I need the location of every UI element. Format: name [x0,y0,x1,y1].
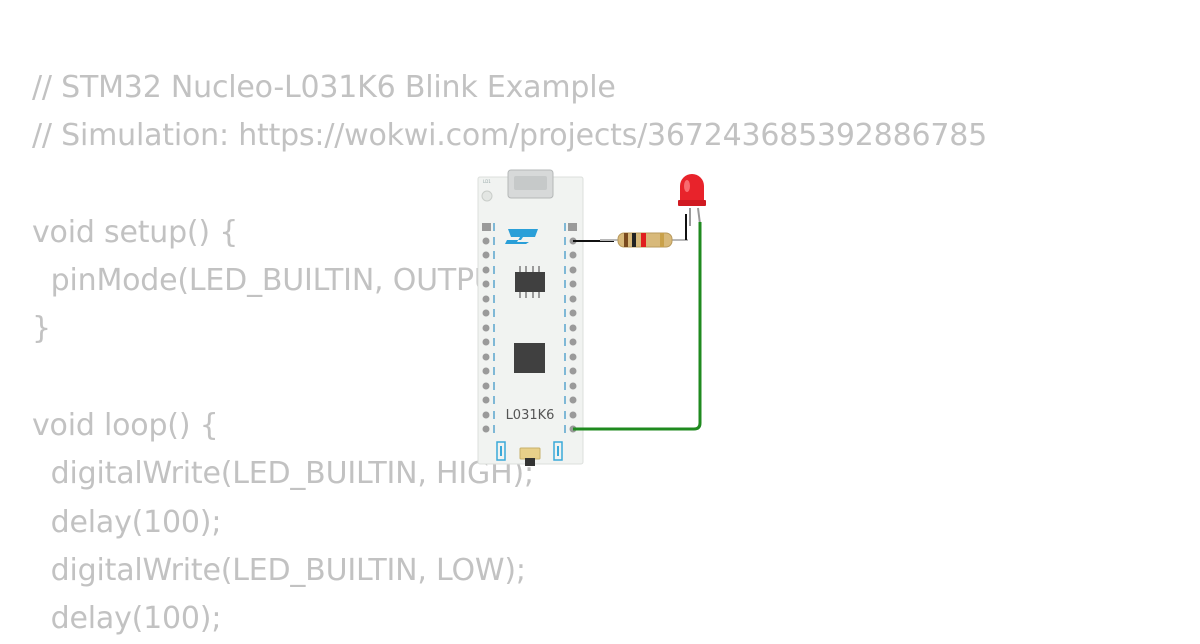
svg-text:LD1: LD1 [483,179,491,184]
code-line-10: delay(100); [32,504,222,540]
reset-button[interactable] [519,447,541,466]
circuit-canvas: LD1 [477,169,706,466]
ld1-indicator-icon [481,190,493,202]
nucleo-board[interactable]: LD1 [477,169,584,466]
code-line-6: } [32,311,51,347]
code-line-1: // STM32 Nucleo-L031K6 Blink Example [32,70,616,105]
left-pin-header [482,223,491,433]
led-indicator-left-icon [496,441,506,461]
mcu-chip-icon [514,343,545,373]
code-line-2: // Simulation: https://wokwi.com/project… [32,118,988,154]
flash-chip-icon [515,266,545,298]
code-line-4: void setup() { [32,214,239,250]
resistor[interactable] [600,232,688,248]
led-indicator-right-icon [553,441,563,461]
pin-label-marks [493,223,566,433]
red-led[interactable] [678,174,706,226]
board-model-label: L031K6 [506,408,555,423]
st-logo-icon: ST [505,229,538,244]
code-line-11: digitalWrite(LED_BUILTIN, LOW); [32,552,526,588]
right-pin-header [568,223,577,433]
code-line-8: void loop() { [32,408,219,444]
signal-wire[interactable] [573,222,702,431]
